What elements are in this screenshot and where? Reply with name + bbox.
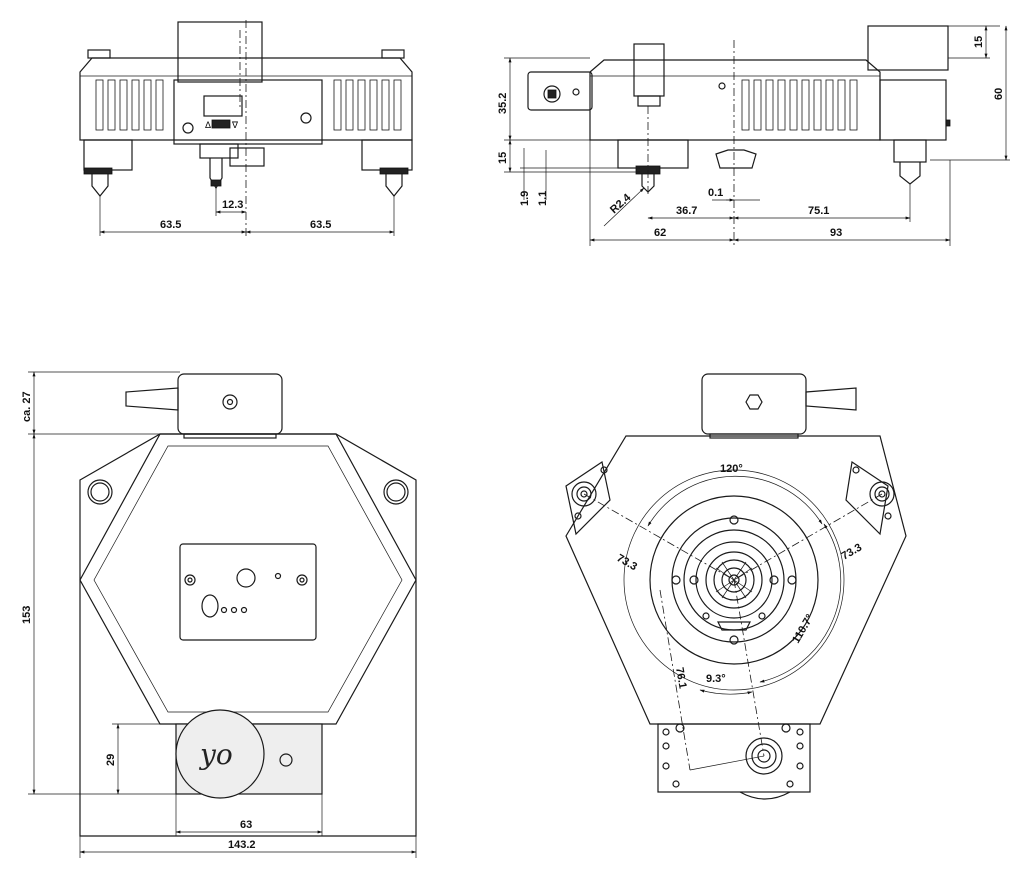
- svg-text:∇: ∇: [231, 120, 239, 130]
- dim-angle-small: 9.3°: [706, 673, 726, 685]
- top-corner-screw-icon: [383, 479, 409, 505]
- bottom-plate: [657, 723, 811, 793]
- top-logo: yo: [198, 738, 233, 771]
- dim-right-span: 63.5: [310, 219, 331, 231]
- side-top-cylinder: [633, 43, 665, 97]
- hex-socket-icon: [745, 394, 763, 410]
- front-center-block: [173, 79, 323, 145]
- top-view: yo ca. 27 153 29 63 143.2: [21, 371, 417, 858]
- dim-radius: R2.4: [608, 191, 634, 216]
- front-right-tab: [381, 49, 405, 59]
- dim-offset-a: 0.1: [708, 187, 723, 199]
- dim-span-b: 75.1: [808, 205, 829, 217]
- side-fins: [741, 79, 858, 131]
- front-screw-icon: [182, 122, 194, 134]
- dim-gap-a: 1.9: [519, 191, 531, 206]
- dim-span-a: 36.7: [676, 205, 697, 217]
- dim-block-width: 63: [240, 819, 252, 831]
- dim-width-left: 62: [654, 227, 666, 239]
- dim-body-height: 153: [21, 606, 33, 624]
- bottom-handle-block: [701, 373, 807, 435]
- svg-text:Δ: Δ: [205, 120, 211, 130]
- top-hexagon: [79, 433, 417, 725]
- top-corner-screw-icon: [87, 479, 113, 505]
- bottom-right-bracket: [845, 460, 889, 536]
- bottom-left-bracket: [565, 461, 611, 536]
- dim-top-height: 15: [973, 36, 985, 48]
- front-left-tab: [87, 49, 111, 59]
- dim-angle-top: 120°: [720, 463, 743, 475]
- side-knob: [527, 71, 593, 111]
- dim-left-span: 63.5: [160, 219, 181, 231]
- dim-radius-left: 73.3: [615, 552, 640, 573]
- front-left-leg: [83, 139, 133, 171]
- bottom-outer-body: [565, 435, 907, 725]
- dim-lower-height: 15: [497, 152, 509, 164]
- dim-total-width: 143.2: [228, 839, 256, 851]
- dim-radius-down: 76.1: [673, 666, 689, 689]
- side-view: 15 60 35.2 15 1.9 1.1 R2.4 0.1 36.7 75.1…: [497, 25, 1010, 246]
- dim-width-right: 93: [830, 227, 842, 239]
- dim-angle-right: 110.7°: [790, 612, 816, 645]
- side-right-tower: [867, 25, 949, 71]
- top-logo-disc: [175, 709, 265, 799]
- dim-offset: 12.3: [222, 199, 243, 211]
- dim-gap-b: 1.1: [537, 191, 549, 206]
- front-left-fins: [95, 79, 164, 131]
- dim-handle-height: ca. 27: [21, 391, 33, 422]
- dim-radius-right: 73.3: [840, 541, 865, 562]
- front-view: Δ ∇ 63.5 63.5 12.3: [79, 20, 413, 236]
- dim-block-height: 29: [105, 754, 117, 766]
- top-inner-plate: [179, 543, 317, 641]
- dim-total-height: 60: [993, 88, 1005, 100]
- front-right-fins: [333, 79, 402, 131]
- front-head: [177, 21, 263, 83]
- front-screw-icon: [300, 112, 312, 124]
- top-handle-bar: [125, 387, 179, 411]
- dim-upper-height: 35.2: [497, 93, 509, 114]
- bottom-view: 120° 73.3 73.3 110.7° 76.1 9.3°: [565, 373, 907, 800]
- front-right-leg: [361, 139, 413, 171]
